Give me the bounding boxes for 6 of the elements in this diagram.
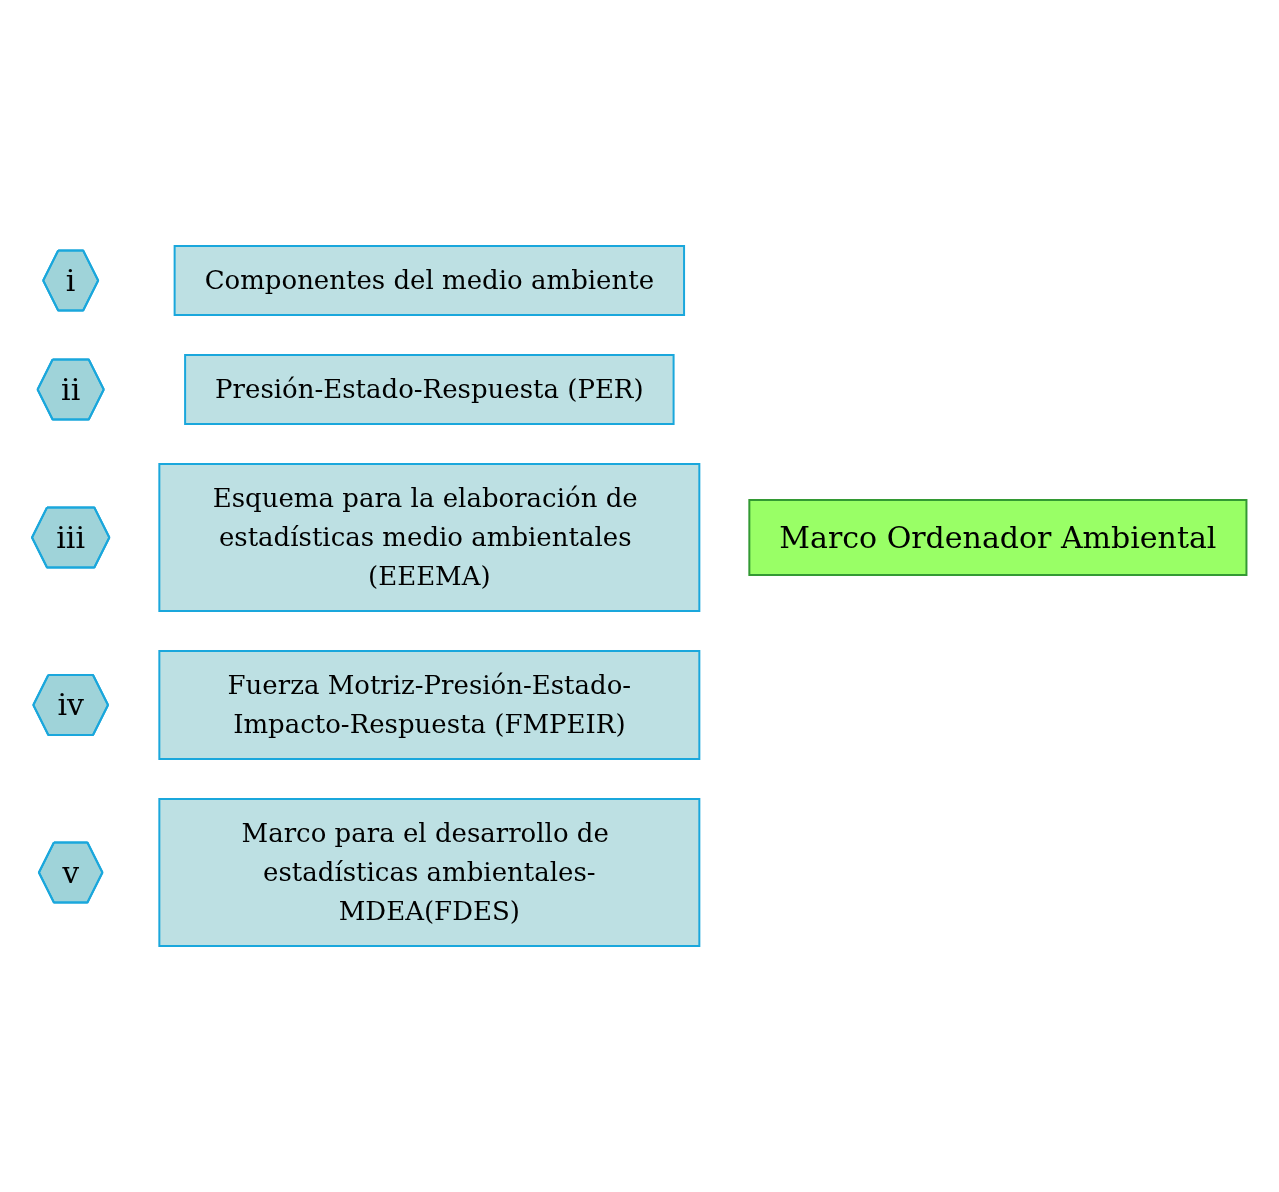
node-box: Marco Ordenador Ambiental <box>748 499 1248 576</box>
node-box: Componentes del medio ambiente <box>173 245 686 316</box>
node-box: Marco para el desarrollo de estadísticas ambientales-MDEA(FDES) <box>158 798 701 947</box>
node-box: Presión-Estado-Respuesta (PER) <box>184 354 675 425</box>
node-box: Esquema para la elaboración de estadísticas medio ambientales (EEEMA) <box>158 463 701 612</box>
node-box: Fuerza Motriz-Presión-Estado-Impacto-Respuesta (FMPEIR) <box>158 650 701 760</box>
